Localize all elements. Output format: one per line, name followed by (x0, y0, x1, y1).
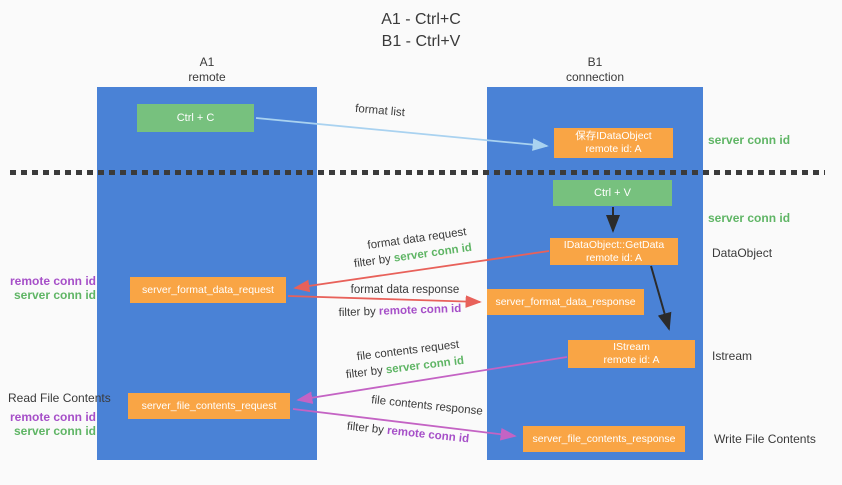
filter-by-text: filter by (338, 305, 380, 320)
left-label-server-conn-id-1: server conn id (13, 288, 96, 302)
diagram-title: A1 - Ctrl+C B1 - Ctrl+V (0, 9, 842, 53)
lane-b1-header: B1 connection (487, 55, 703, 85)
node-ctrl-v-label: Ctrl + V (594, 186, 631, 199)
title-line-1: A1 - Ctrl+C (381, 11, 461, 28)
edge-label-filter-remote-2: filter by remote conn id (328, 419, 488, 448)
lane-b1-name: B1 (587, 55, 603, 69)
node-ctrl-c: Ctrl + C (137, 104, 254, 132)
left-label-read-file-contents: Read File Contents (8, 391, 111, 405)
node-istream-line1: IStream (613, 341, 650, 353)
remote-conn-id-text: remote conn id (386, 424, 470, 446)
node-ctrl-c-label: Ctrl + C (176, 111, 215, 124)
node-server-file-contents-response: server_file_contents_response (523, 426, 685, 452)
filter-by-text: filter by (345, 364, 387, 382)
filter-by-text: filter by (353, 252, 395, 271)
node-save-idataobject-line2: remote id: A (585, 143, 642, 155)
node-server-format-data-response: server_format_data_response (487, 289, 644, 315)
node-server-format-data-response-label: server_format_data_response (495, 295, 636, 308)
node-idataobject-getdata-line2: remote id: A (585, 251, 643, 264)
node-server-file-contents-request: server_file_contents_request (128, 393, 290, 419)
filter-by-text: filter by (346, 420, 388, 437)
lane-a1-header: A1 remote (97, 55, 317, 85)
right-label-server-conn-id-2: server conn id (708, 211, 791, 225)
title-line-2: B1 - Ctrl+V (381, 33, 461, 50)
node-server-file-contents-request-label: server_file_contents_request (141, 399, 277, 412)
lane-a1-name: A1 (199, 55, 215, 69)
node-server-format-data-request: server_format_data_request (130, 277, 286, 303)
node-istream: IStream remote id: A (568, 340, 695, 368)
right-label-server-conn-id-1: server conn id (708, 133, 791, 147)
node-istream-line2: remote id: A (603, 354, 660, 366)
remote-conn-id-text: remote conn id (378, 302, 462, 318)
node-save-idataobject-line1: 保存IDataObject (575, 130, 652, 142)
left-label-server-conn-id-2: server conn id (13, 424, 96, 438)
edge-label-filter-remote-1: filter by remote conn id (320, 302, 480, 320)
right-label-istream: Istream (712, 349, 753, 363)
node-ctrl-v: Ctrl + V (553, 180, 672, 206)
lane-a1-subtitle: remote (188, 70, 226, 84)
node-server-file-contents-response-label: server_file_contents_response (532, 432, 676, 445)
lane-b1-subtitle: connection (565, 70, 625, 84)
node-idataobject-getdata: IDataObject::GetData remote id: A (550, 238, 678, 265)
dotted-divider-line (10, 170, 825, 175)
edge-label-file-contents-response: file contents response (370, 394, 484, 418)
edge-label-format-list: format list (354, 102, 406, 120)
left-label-remote-conn-id-2: remote conn id (9, 410, 96, 424)
node-server-format-data-request-label: server_format_data_request (142, 283, 274, 296)
edge-label-format-data-response: format data response (350, 284, 460, 296)
right-label-write-file-contents: Write File Contents (714, 432, 816, 446)
right-label-dataobject: DataObject (712, 246, 773, 260)
node-save-idataobject: 保存IDataObject remote id: A (554, 128, 673, 158)
left-label-remote-conn-id-1: remote conn id (9, 274, 96, 288)
node-idataobject-getdata-line1: IDataObject::GetData (563, 238, 665, 251)
